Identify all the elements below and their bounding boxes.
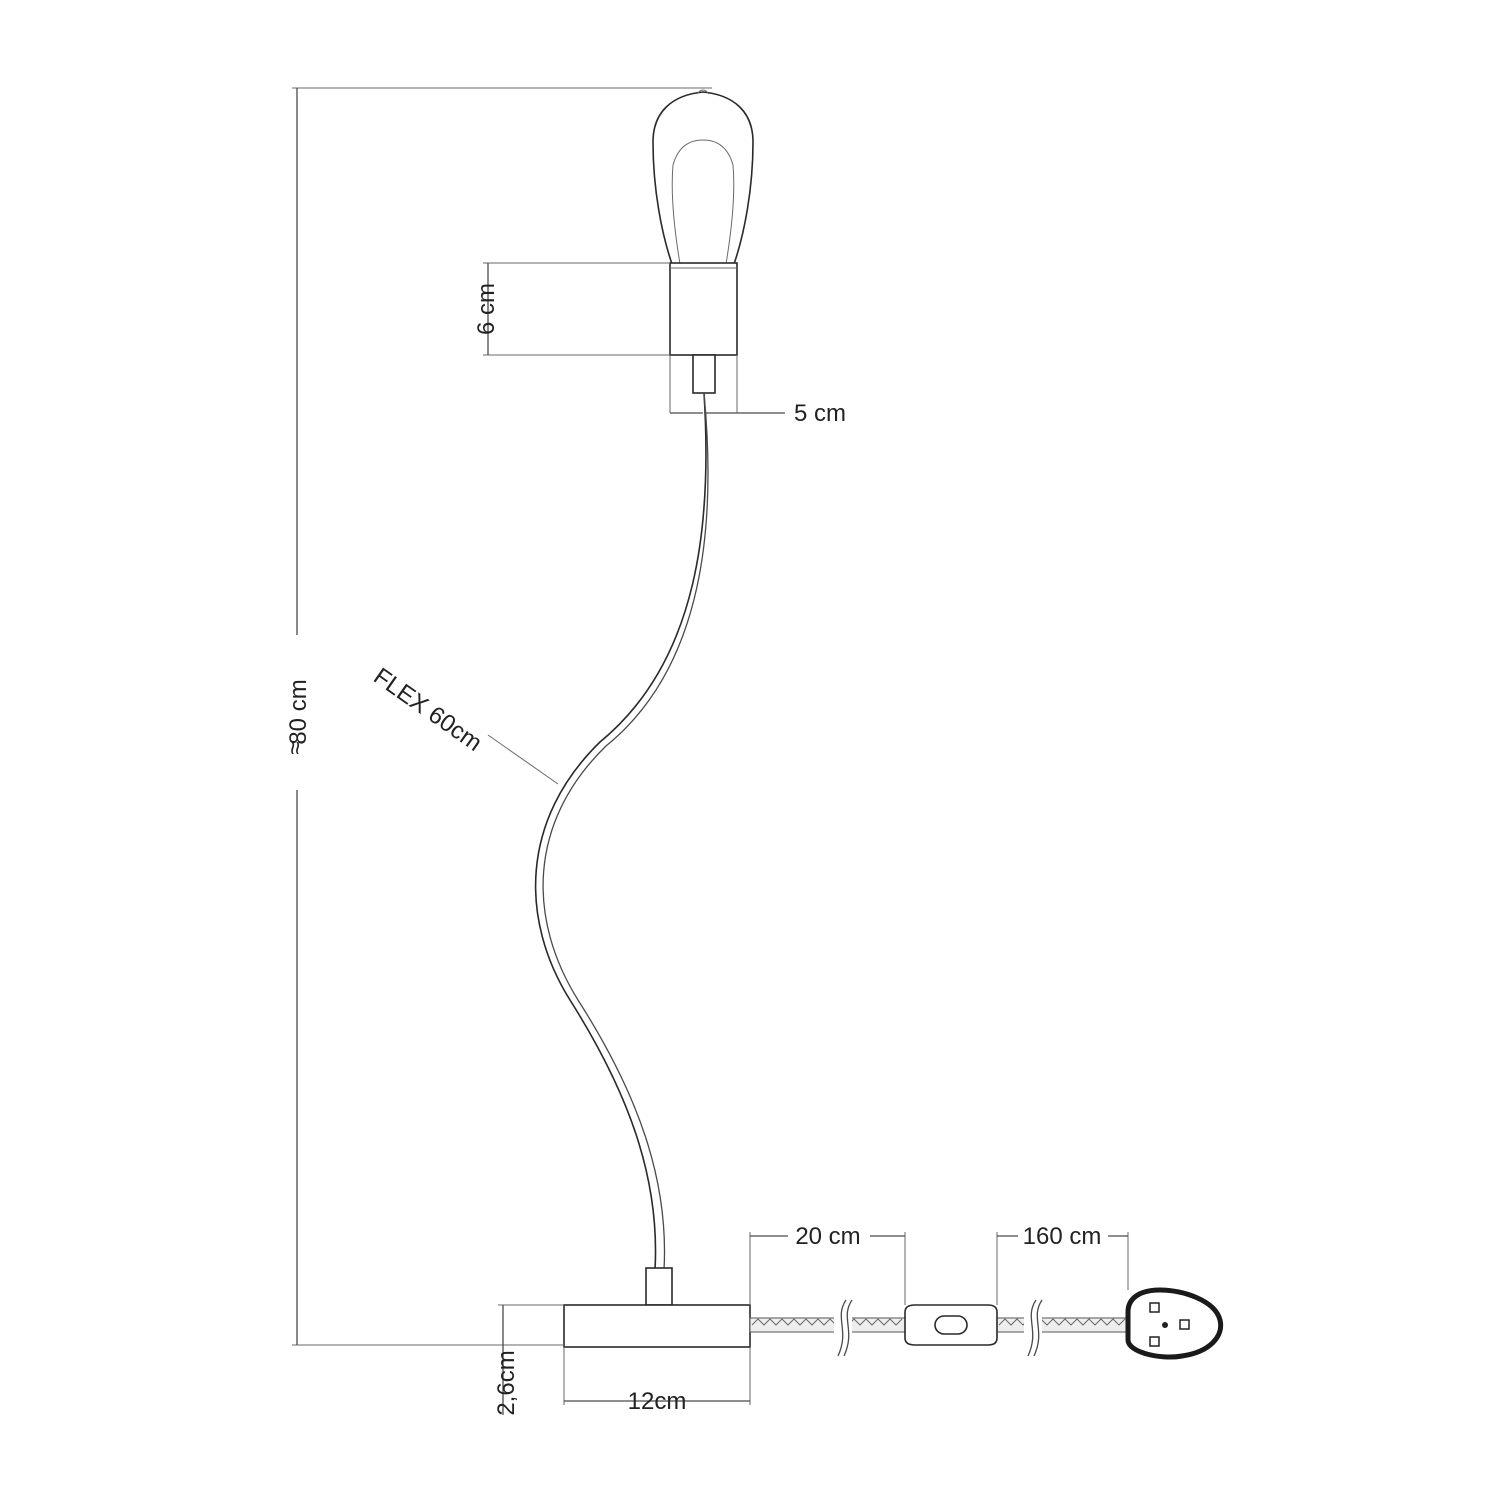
flex-arm	[534, 392, 707, 1271]
switch-distance-dimension	[749, 1222, 906, 1305]
base-connector	[645, 1267, 673, 1306]
bulb-icon	[652, 91, 754, 265]
total-height-label: 80 cm	[285, 679, 312, 744]
holder-connector	[692, 354, 716, 394]
flex-length-label: FLEX 60cm	[369, 663, 487, 757]
plug-distance-label: 160 cm	[1023, 1223, 1102, 1250]
uk-plug-icon	[1125, 1287, 1224, 1360]
bulb-tip	[696, 89, 710, 95]
lamp-base	[563, 1304, 751, 1348]
switch-distance-label: 20 cm	[795, 1223, 860, 1250]
base-height-dimension	[498, 1304, 564, 1415]
approx-symbol: ≈	[282, 741, 309, 754]
base-height-label: 2,6cm	[493, 1350, 520, 1415]
cable-break-symbol	[834, 1299, 853, 1357]
base-length-label: 12cm	[628, 1388, 687, 1415]
flex-leader-line	[487, 734, 559, 785]
flex-arm-edge	[542, 392, 709, 1271]
holder-width-label: 5 cm	[794, 400, 846, 427]
total-height-dimension	[292, 87, 712, 1346]
holder-height-label: 6 cm	[473, 283, 500, 335]
switch-button	[934, 1315, 968, 1335]
holder-height-dimension	[483, 262, 670, 356]
plug-distance-dimension	[996, 1222, 1129, 1305]
cable-break-symbol	[1024, 1299, 1043, 1357]
base-length-dimension	[563, 1347, 751, 1405]
inline-switch	[904, 1304, 998, 1346]
lamp-holder	[669, 262, 738, 356]
bulb-filament	[671, 139, 735, 265]
holder-width-dimension	[669, 355, 785, 414]
